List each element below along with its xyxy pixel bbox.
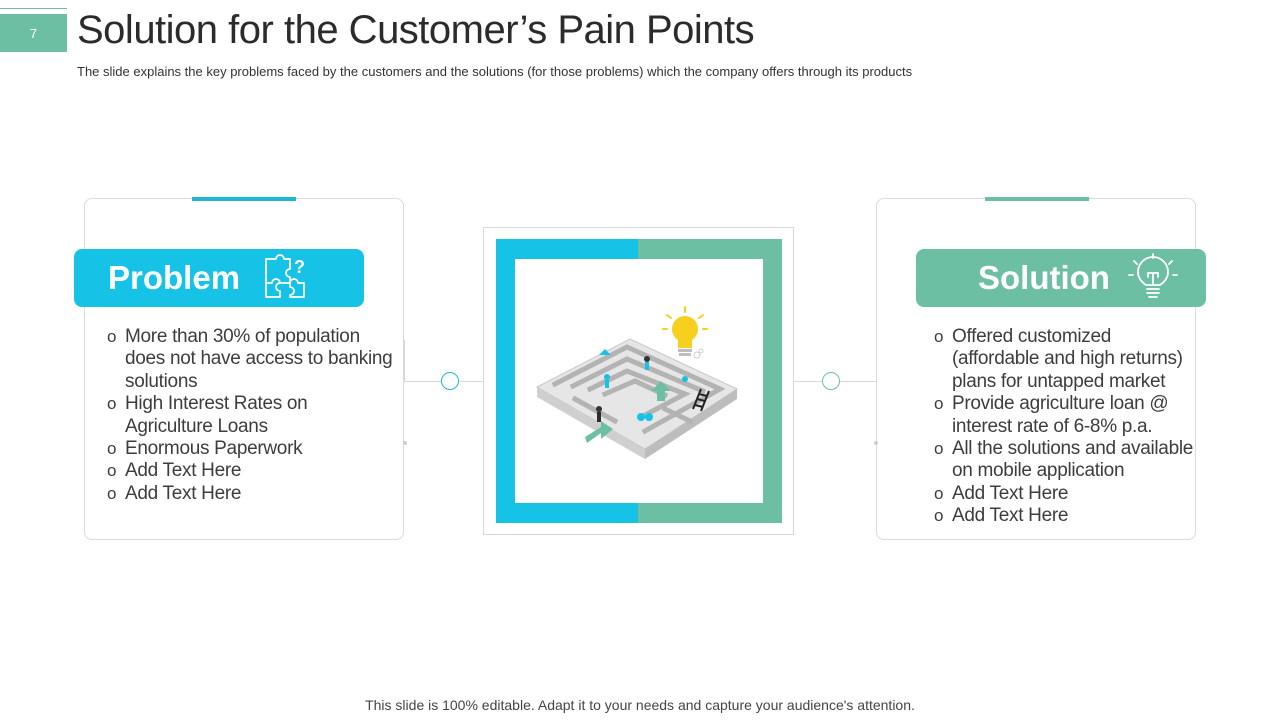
list-item: Provide agriculture loan @ interest rate… — [934, 393, 1196, 438]
solution-header: Solution — [916, 249, 1206, 307]
puzzle-question-icon: ? — [265, 254, 305, 298]
problem-header: Problem ? — [74, 249, 364, 307]
solution-label: Solution — [978, 259, 1110, 296]
page-subtitle: The slide explains the key problems face… — [77, 64, 913, 79]
connector-node-right — [822, 372, 840, 390]
lightbulb-icon — [1128, 253, 1178, 298]
list-item: All the solutions and available on mobil… — [934, 438, 1196, 483]
connector-line — [460, 381, 484, 382]
slide-number: 7 — [0, 14, 67, 52]
maze-lightbulb-illustration — [535, 306, 739, 459]
slide-number-line — [0, 8, 67, 9]
list-item: Add Text Here — [934, 505, 1196, 528]
connector-dot — [874, 441, 878, 445]
problem-label: Problem — [108, 259, 241, 296]
list-item: Offered customized (affordable and high … — [934, 326, 1196, 393]
solution-card-accent — [985, 197, 1089, 201]
solution-list: Offered customized (affordable and high … — [934, 326, 1196, 528]
connector-line — [794, 381, 822, 382]
connector-line — [404, 381, 442, 382]
problem-card-accent — [192, 197, 296, 201]
connector-line — [876, 340, 877, 382]
connector-line — [404, 340, 405, 382]
list-item: More than 30% of population does not hav… — [107, 326, 397, 393]
list-item: High Interest Rates on Agriculture Loans — [107, 393, 397, 438]
svg-text:?: ? — [294, 257, 305, 277]
list-item: Add Text Here — [107, 460, 397, 483]
connector-node-left — [441, 372, 459, 390]
list-item: Enormous Paperwork — [107, 438, 397, 461]
problem-list: More than 30% of population does not hav… — [107, 326, 397, 506]
list-item: Add Text Here — [107, 483, 397, 506]
list-item: Add Text Here — [934, 483, 1196, 506]
connector-line — [840, 381, 877, 382]
footer-note: This slide is 100% editable. Adapt it to… — [365, 697, 915, 713]
image-panel — [515, 259, 763, 503]
page-title: Solution for the Customer’s Pain Points — [77, 8, 755, 52]
connector-dot — [403, 441, 407, 445]
